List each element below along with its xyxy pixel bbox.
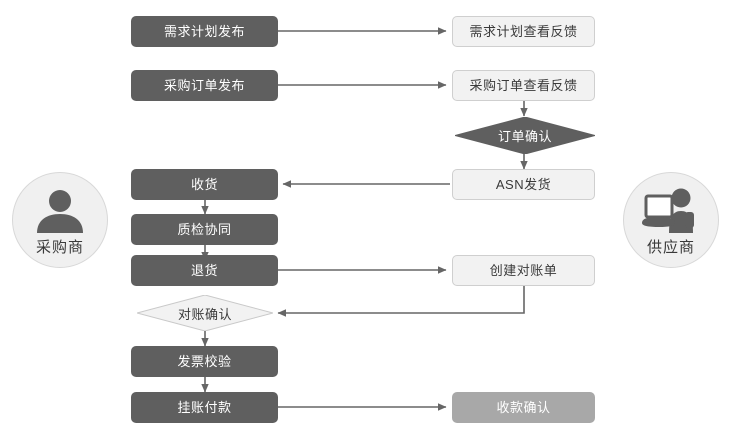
node-label: 收款确认 xyxy=(496,400,551,415)
node-quality-collab[interactable]: 质检协同 xyxy=(131,214,278,245)
node-order-confirm[interactable]: 订单确认 xyxy=(455,117,595,154)
node-label: 发票校验 xyxy=(177,354,232,369)
node-label: 创建对账单 xyxy=(489,263,558,278)
node-label: 退货 xyxy=(190,263,218,278)
node-label: 收货 xyxy=(190,177,218,192)
person-at-computer-icon xyxy=(642,188,694,233)
node-demand-plan-feedback[interactable]: 需求计划查看反馈 xyxy=(452,16,595,47)
node-label: 采购订单发布 xyxy=(163,78,245,93)
node-create-statement[interactable]: 创建对账单 xyxy=(452,255,595,286)
node-label: 质检协同 xyxy=(177,222,232,237)
node-label: 采购订单查看反馈 xyxy=(469,78,578,93)
node-label: 需求计划查看反馈 xyxy=(469,24,578,39)
actor-buyer[interactable]: 采购商 xyxy=(12,172,108,268)
node-receive-goods[interactable]: 收货 xyxy=(131,169,278,200)
node-label: 需求计划发布 xyxy=(163,24,245,39)
diamond-shape xyxy=(455,117,595,154)
edge-create-statement-to-statement-confirm xyxy=(277,286,525,317)
node-label: 挂账付款 xyxy=(177,400,232,415)
node-po-publish[interactable]: 采购订单发布 xyxy=(131,70,278,101)
actor-buyer-label: 采购商 xyxy=(35,239,84,256)
actor-supplier[interactable]: 供应商 xyxy=(623,172,719,268)
diamond-shape xyxy=(137,295,273,331)
person-icon xyxy=(37,190,83,233)
node-pending-payment[interactable]: 挂账付款 xyxy=(131,392,278,423)
node-label: ASN发货 xyxy=(495,177,552,192)
actor-supplier-label: 供应商 xyxy=(646,239,695,256)
node-invoice-verify[interactable]: 发票校验 xyxy=(131,346,278,377)
node-return-goods[interactable]: 退货 xyxy=(131,255,278,286)
node-payment-confirm[interactable]: 收款确认 xyxy=(452,392,595,423)
node-asn-ship[interactable]: ASN发货 xyxy=(452,169,595,200)
node-statement-confirm[interactable]: 对账确认 xyxy=(137,295,273,331)
node-po-feedback[interactable]: 采购订单查看反馈 xyxy=(452,70,595,101)
node-demand-plan-publish[interactable]: 需求计划发布 xyxy=(131,16,278,47)
